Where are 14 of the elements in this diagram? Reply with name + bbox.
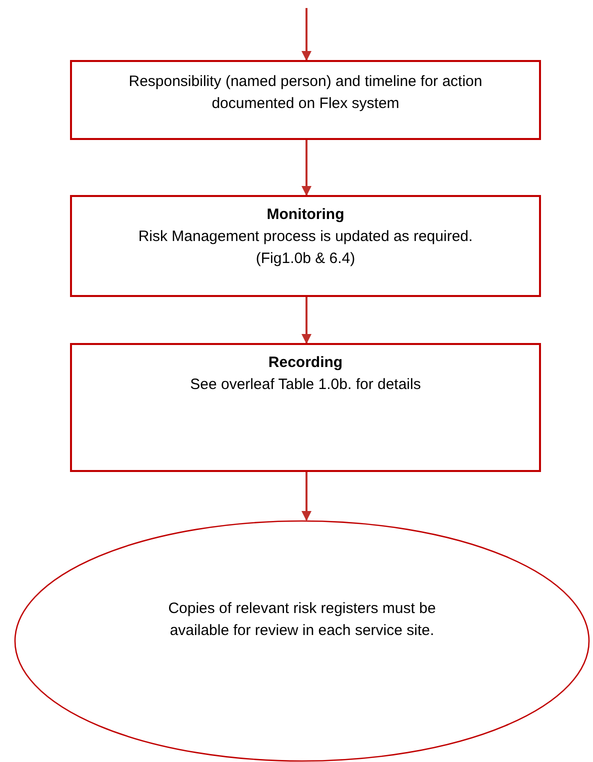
arrow: [302, 140, 312, 196]
box-text: Risk Management process is updated as required. (Fig1.0b & 6.4): [137, 226, 474, 268]
box-heading: Recording: [267, 353, 344, 373]
box-text: Copies of relevant risk registers must be available for review in each service site.: [167, 599, 437, 641]
box-heading: Monitoring: [266, 205, 346, 225]
box-text: Responsibility (named person) and timeline for action documented on Flex system: [128, 72, 484, 114]
arrow: [302, 297, 312, 344]
arrow: [302, 8, 312, 61]
process-box: [70, 195, 541, 297]
process-box: [70, 343, 541, 472]
ellipse-node: [14, 520, 590, 762]
arrow: [302, 472, 312, 521]
process-box: [70, 60, 541, 140]
box-text: See overleaf Table 1.0b. for details: [189, 374, 422, 395]
